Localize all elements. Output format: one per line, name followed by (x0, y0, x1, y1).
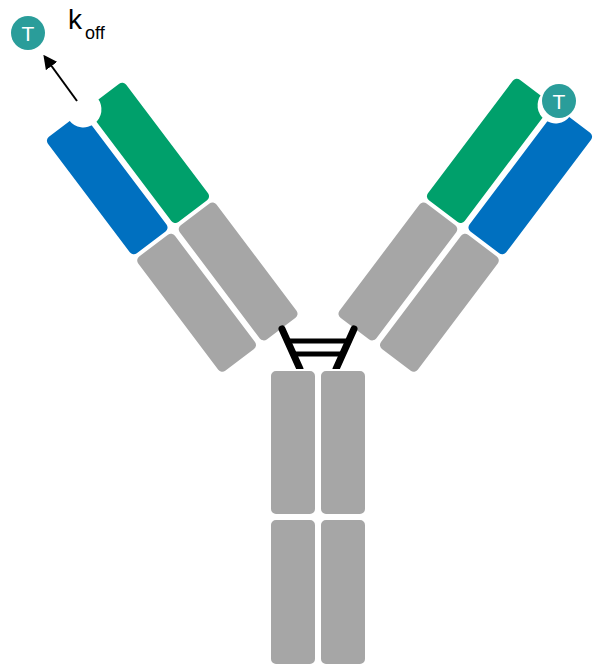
binding-pocket (58, 84, 108, 134)
fc-domain (270, 370, 316, 515)
fab-arm (335, 61, 606, 375)
binding-pocket (530, 80, 580, 130)
rate-subscript: off (85, 24, 105, 42)
hinge-line (336, 329, 354, 369)
variable-heavy-domain (85, 79, 212, 226)
constant-domain (377, 230, 503, 375)
fc-domain (270, 519, 316, 665)
disulfide-bond (293, 352, 343, 357)
rate-symbol: k (68, 6, 82, 34)
target-circle: T (542, 84, 576, 118)
target-label: T (22, 23, 35, 44)
fc-domain (320, 370, 366, 515)
dissociation-arrow (45, 57, 77, 101)
fc-stem (270, 370, 366, 665)
hinge-line (282, 329, 300, 369)
constant-domain (175, 199, 301, 344)
target-label: T (553, 91, 566, 112)
fab-arm (33, 65, 301, 375)
disulfide-bond (287, 339, 349, 344)
target-circle: T (11, 16, 45, 50)
fc-domain (320, 519, 366, 665)
hinge (282, 329, 354, 369)
variable-light-domain (465, 107, 595, 258)
